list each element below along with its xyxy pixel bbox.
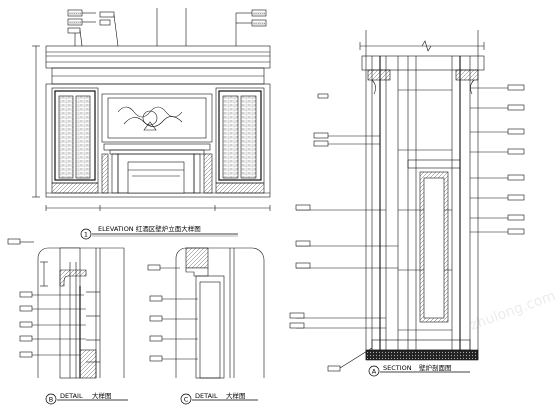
elevation-number: 1 [84, 231, 88, 239]
section-a-title: 壁炉剖面图 [419, 363, 452, 372]
fireplace-elevation-view: XXXXXX XXXXXX XXXXXX XXXXXX [32, 8, 271, 211]
detail-b-label: DETAIL [60, 392, 83, 400]
detail-b-letter: B [49, 396, 53, 404]
svg-text:XXXXXX: XXXXXX [253, 22, 265, 26]
section-a-letter: A [372, 368, 377, 376]
elevation-title-block: 1 ELEVATION 红酒区壁炉立面大样图 [80, 224, 238, 240]
section-a-label: SECTION [383, 364, 412, 372]
fireplace-section-view [289, 30, 525, 372]
detail-b-title: 大样图 [92, 391, 112, 400]
section-right-leader-tags [470, 84, 525, 235]
elevation-top-callouts: XXXXXX XXXXXX XXXXXX XXXXXX [67, 8, 267, 47]
detail-c-label: DETAIL [195, 392, 218, 400]
detail-c-title: 大样图 [226, 391, 246, 400]
detail-b-view [7, 238, 125, 379]
svg-text:XXXXXX: XXXXXX [253, 12, 265, 16]
watermark-text: zhulong.com [468, 288, 558, 334]
section-a-title-circle [368, 365, 380, 377]
detail-c-title-circle [180, 393, 192, 405]
detail-b-leader-tags [19, 261, 86, 358]
detail-c-leader-tags [149, 295, 198, 362]
detail-c-letter: C [184, 396, 189, 404]
detail-b-title-block: B DETAIL 大样图 [45, 391, 128, 405]
detail-b-title-circle [45, 393, 57, 405]
svg-text:XXXXXX: XXXXXX [69, 21, 81, 25]
elevation-title-circle [80, 228, 92, 240]
svg-text:XXXXXX: XXXXXX [69, 12, 81, 16]
elevation-title: ELEVATION 红酒区壁炉立面大样图 [98, 224, 201, 233]
detail-c-title-block: C DETAIL 大样图 [180, 391, 258, 405]
section-left-leader-tags [289, 93, 398, 372]
detail-c-view [147, 247, 265, 379]
section-a-title-block: A SECTION 壁炉剖面图 [368, 363, 470, 377]
